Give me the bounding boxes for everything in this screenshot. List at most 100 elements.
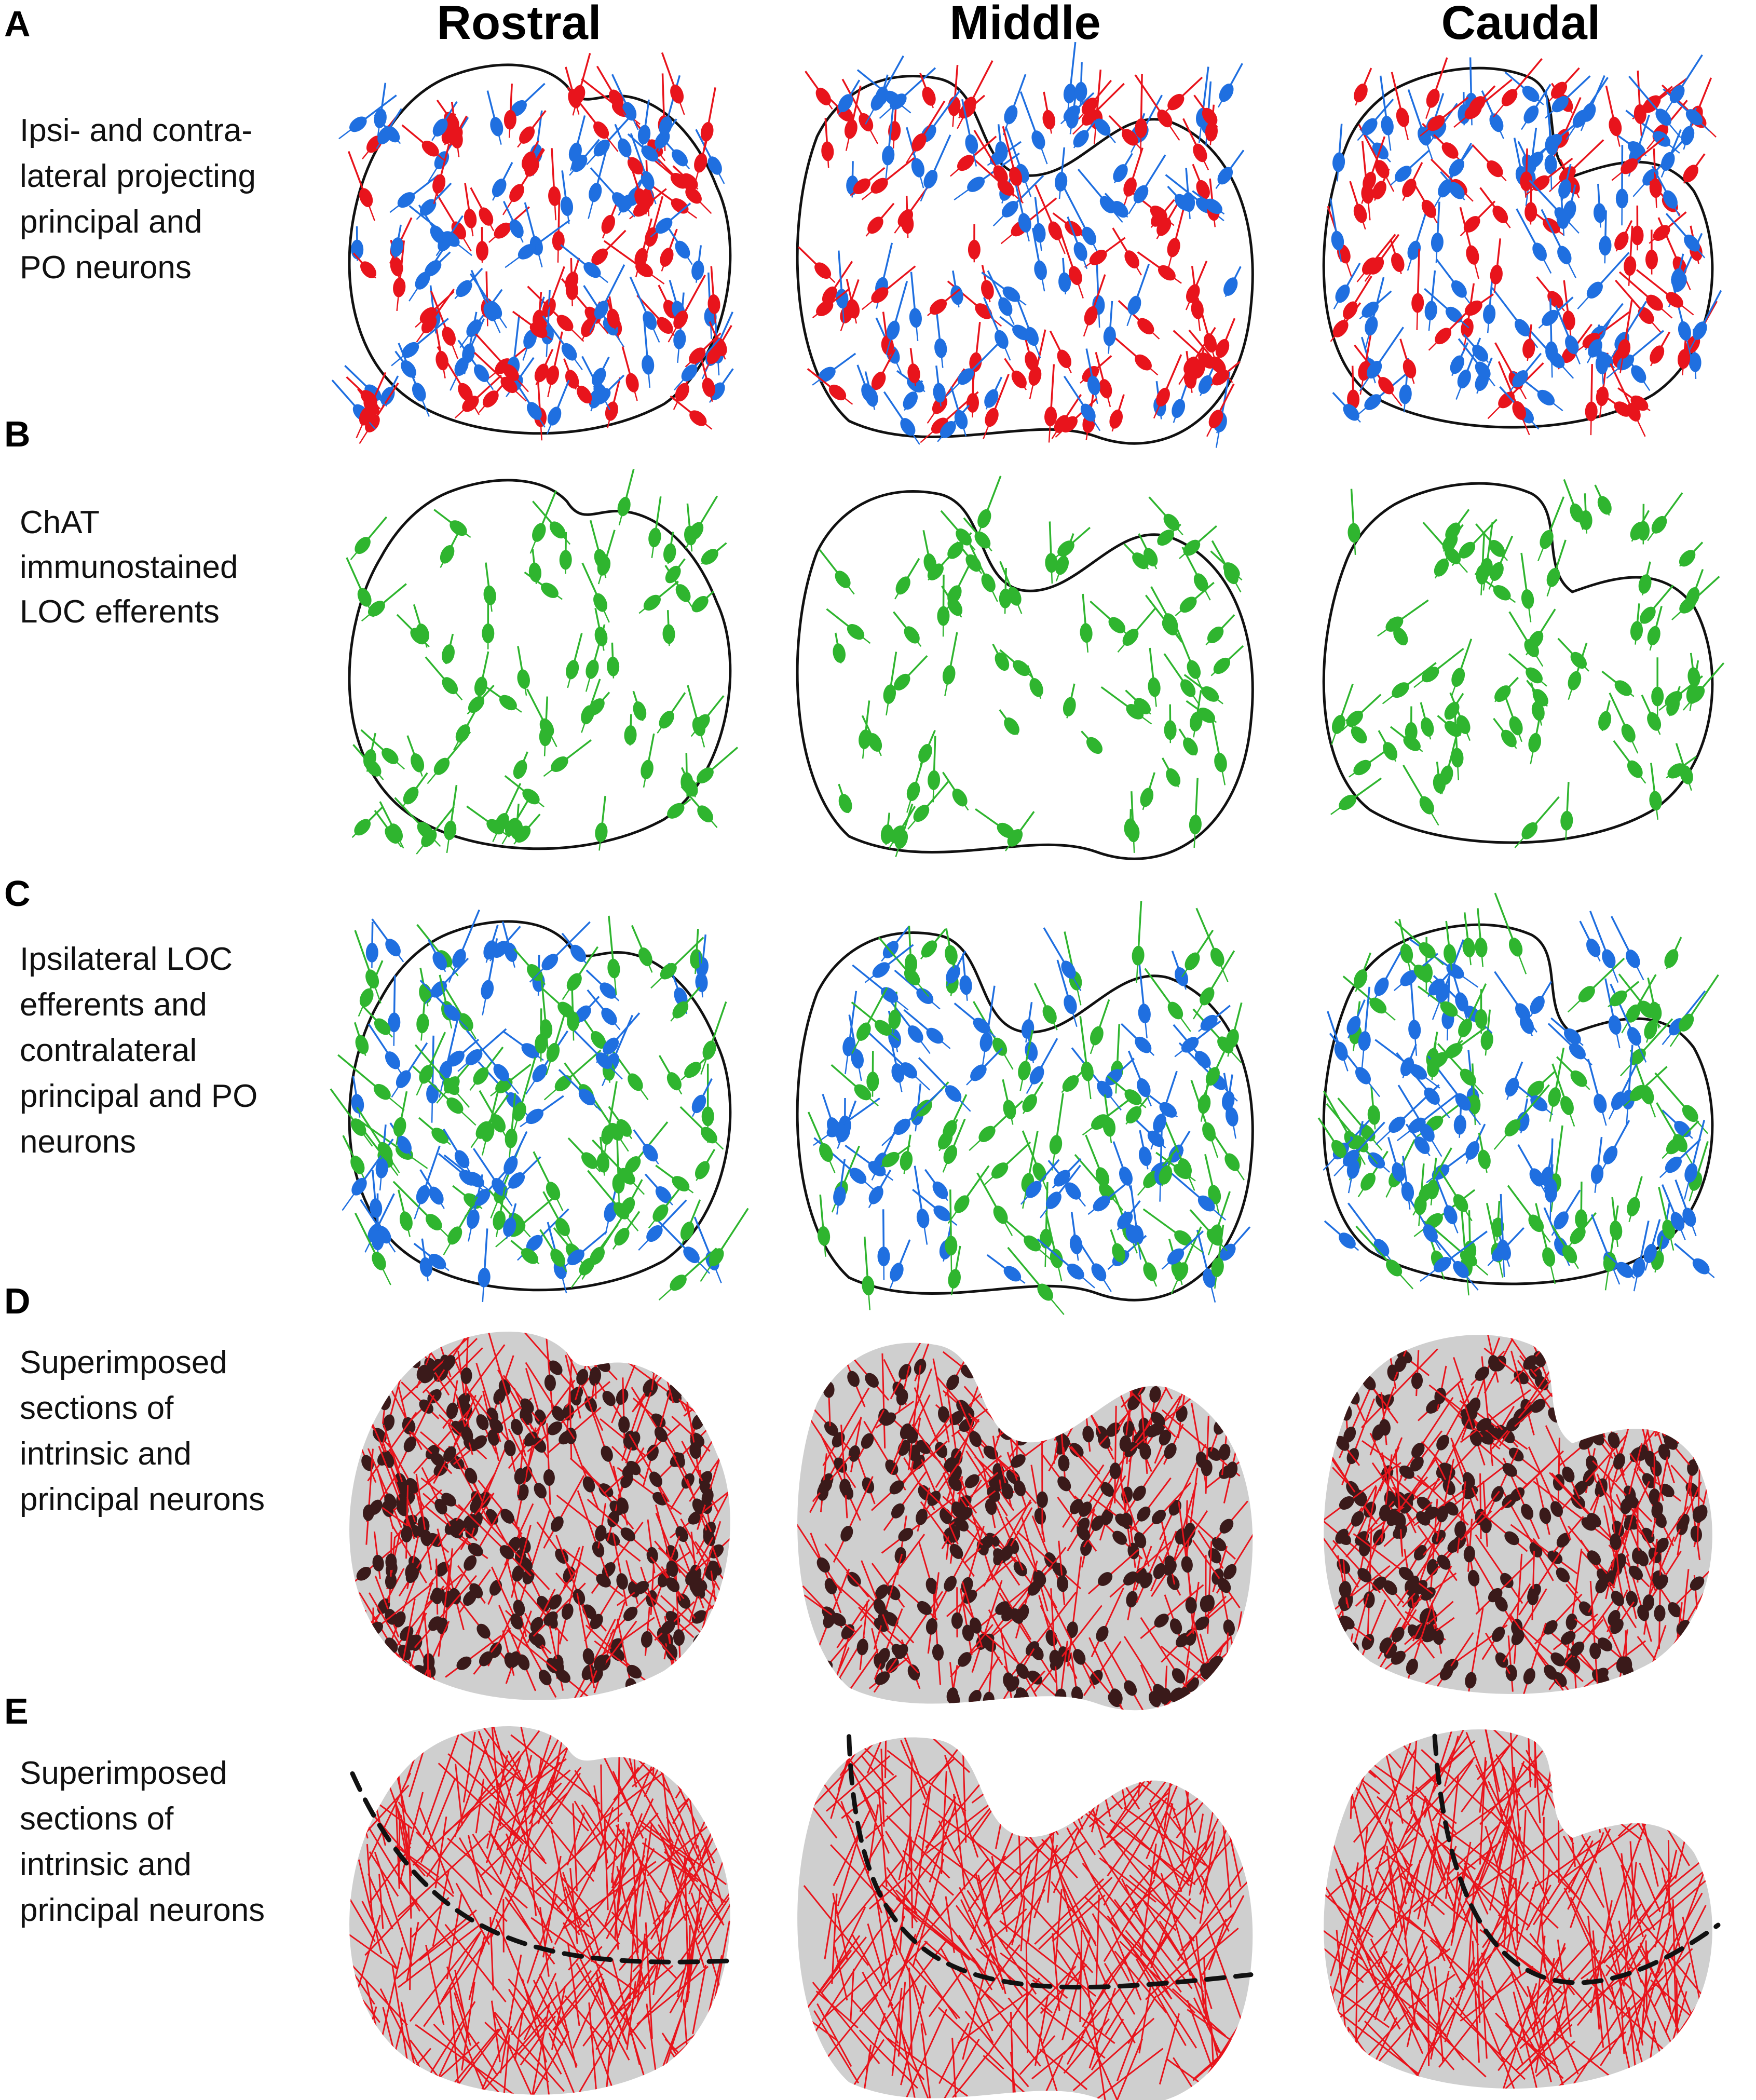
dendrite	[398, 1533, 440, 1597]
soma	[1119, 1435, 1131, 1452]
soma	[597, 556, 611, 576]
soma	[660, 248, 674, 267]
neuron-layer	[807, 901, 1251, 1315]
dendrite	[350, 1331, 366, 1405]
soma	[1487, 160, 1503, 178]
soma	[1213, 657, 1231, 674]
dendrite	[650, 1556, 685, 1600]
soma	[566, 660, 579, 680]
soma	[533, 1437, 547, 1453]
soma	[375, 1158, 388, 1178]
soma	[402, 342, 419, 358]
soma	[1122, 629, 1139, 646]
soma	[1546, 567, 1560, 587]
soma	[1013, 660, 1030, 676]
soma	[1478, 1149, 1491, 1170]
soma	[1427, 115, 1445, 131]
soma	[1169, 1618, 1182, 1635]
dendrite	[652, 1475, 697, 1564]
soma	[492, 1177, 507, 1196]
soma	[1013, 1480, 1026, 1497]
soma	[429, 1186, 444, 1205]
soma	[1003, 1266, 1022, 1282]
dendrite	[414, 1575, 478, 1648]
soma	[1355, 1067, 1371, 1085]
soma	[1434, 1257, 1451, 1272]
soma	[900, 1062, 918, 1079]
soma	[601, 214, 616, 234]
neuron-layer	[346, 469, 739, 855]
soma	[595, 1525, 607, 1542]
soma	[628, 1431, 641, 1448]
dendrite	[1651, 1335, 1676, 1388]
soma	[1434, 558, 1449, 577]
soma	[626, 1460, 641, 1475]
soma	[693, 1580, 706, 1597]
soma	[1684, 234, 1700, 252]
soma	[562, 1404, 575, 1421]
soma	[1067, 1263, 1084, 1280]
soma	[998, 297, 1013, 316]
soma	[1421, 199, 1437, 218]
dendrite	[1041, 1453, 1077, 1500]
dendrite	[585, 1624, 634, 1670]
soma	[1592, 1410, 1605, 1427]
dendrite	[871, 1628, 884, 1678]
dendrite	[349, 1358, 375, 1394]
soma	[514, 1468, 526, 1485]
soma	[1465, 1672, 1477, 1689]
dendrite	[688, 1362, 726, 1406]
soma	[1550, 82, 1568, 99]
dendrite	[840, 1425, 848, 1519]
soma	[854, 1084, 872, 1101]
soma	[995, 652, 1010, 671]
dendrite	[957, 1431, 1015, 1511]
soma	[610, 1647, 625, 1661]
soma	[522, 789, 540, 805]
dendrite	[356, 1641, 382, 1681]
soma	[1019, 1351, 1034, 1366]
dendrite	[576, 1593, 595, 1688]
soma	[695, 972, 708, 993]
soma	[1163, 1560, 1177, 1576]
soma	[1219, 83, 1234, 102]
dendrite	[498, 1367, 527, 1457]
dendrite	[1651, 1551, 1682, 1598]
soma	[1401, 1182, 1414, 1202]
dendrite	[510, 1524, 532, 1598]
dendrite	[992, 1435, 1002, 1489]
soma	[1588, 339, 1602, 358]
dendrite	[367, 1412, 417, 1482]
row-label-b: ChAT immunostained LOC efferents	[20, 505, 238, 630]
soma	[1400, 943, 1413, 964]
soma	[410, 1634, 423, 1651]
soma	[1366, 361, 1382, 379]
soma	[1529, 1168, 1544, 1187]
soma	[672, 1452, 685, 1468]
soma	[607, 958, 620, 979]
soma	[415, 272, 430, 290]
soma	[974, 531, 991, 549]
soma	[907, 1664, 920, 1681]
soma	[933, 1205, 951, 1222]
soma	[1200, 987, 1215, 1006]
soma	[1524, 202, 1537, 222]
soma	[1419, 942, 1436, 959]
soma	[410, 628, 427, 645]
soma	[643, 1144, 658, 1162]
soma	[1073, 130, 1089, 147]
dendrite	[566, 1351, 604, 1431]
soma	[1669, 1649, 1681, 1667]
soma	[937, 1406, 950, 1423]
dendrite	[1635, 1347, 1655, 1422]
dendrite	[1582, 1364, 1604, 1424]
soma	[450, 129, 463, 149]
soma	[684, 1062, 701, 1078]
soma	[1346, 1016, 1361, 1035]
soma	[595, 1052, 612, 1069]
soma	[1080, 1539, 1092, 1556]
soma	[942, 665, 956, 685]
soma	[1101, 1364, 1115, 1379]
soma	[643, 594, 661, 611]
soma	[402, 1418, 414, 1434]
